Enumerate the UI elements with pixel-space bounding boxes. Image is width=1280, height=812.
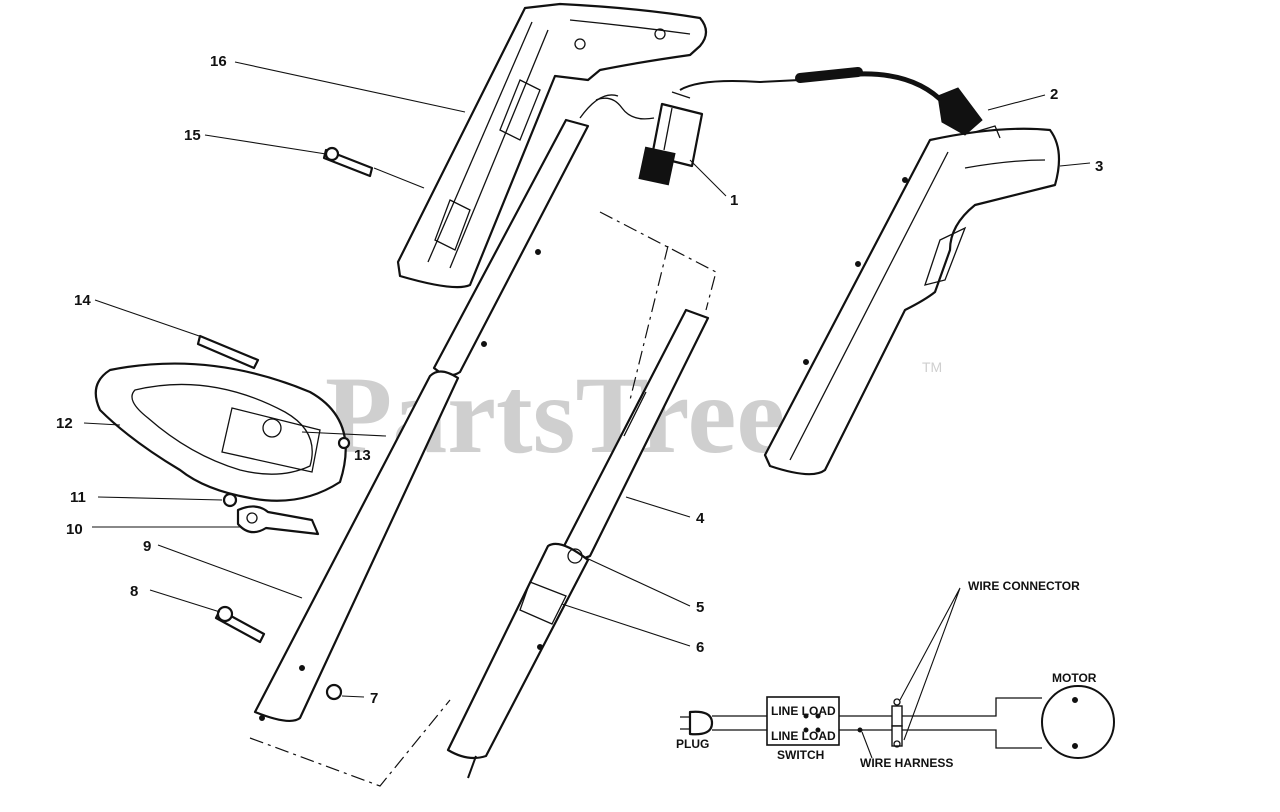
callout-8: 8	[130, 583, 138, 600]
watermark-trademark: TM	[922, 359, 942, 375]
callout-11: 11	[70, 489, 86, 506]
callout-1: 1	[730, 192, 738, 209]
callout-15: 15	[184, 127, 201, 144]
wire-connector-label: WIRE CONNECTOR	[968, 579, 1080, 593]
wiring-diagram: PLUG LINE LOAD LINE LOAD SWITCH WIRE CON…	[676, 579, 1115, 770]
assembly-guide-lines	[249, 211, 717, 787]
line-load-bottom: LINE LOAD	[771, 729, 836, 743]
part-9-lower-tube	[253, 370, 460, 723]
motor-label: MOTOR	[1052, 671, 1097, 685]
part-11-nut	[222, 492, 238, 508]
callout-3: 3	[1095, 158, 1103, 175]
callout-7: 7	[370, 690, 378, 707]
part-14-bolt	[196, 334, 260, 370]
part-10-clamp	[236, 505, 320, 536]
part-2-power-cord	[679, 67, 1001, 139]
callout-16: 16	[210, 53, 227, 70]
leader-lines	[83, 61, 1091, 698]
line-load-top: LINE LOAD	[771, 704, 836, 718]
wire-connector-top	[891, 705, 903, 727]
wire-harness-label: WIRE HARNESS	[860, 756, 953, 770]
part-6-lower-middle-tube	[446, 542, 590, 779]
callout-2: 2	[1050, 86, 1058, 103]
callout-13: 13	[354, 447, 371, 464]
plug-symbol	[688, 710, 714, 736]
plug-label: PLUG	[676, 737, 709, 751]
callout-14: 14	[74, 292, 91, 309]
part-3-handle-right-half	[763, 127, 1061, 476]
switch-box	[766, 696, 840, 746]
part-12-loop-handle	[94, 362, 347, 502]
part-7-nut	[325, 683, 343, 701]
part-1-switch	[579, 91, 704, 186]
motor-symbol	[1041, 685, 1115, 759]
callout-9: 9	[143, 538, 151, 555]
callout-numbers: 1 2 3 4 5 6 7 8 9 10 11 12 13 14 15 16	[56, 53, 1103, 707]
part-16-handle-left-half	[396, 2, 708, 289]
callout-6: 6	[696, 639, 704, 656]
callout-4: 4	[696, 510, 705, 527]
callout-10: 10	[66, 521, 83, 538]
callout-5: 5	[696, 599, 704, 616]
wire-connector-bottom	[891, 725, 903, 747]
switch-label: SWITCH	[777, 748, 824, 762]
hardware	[196, 146, 374, 701]
part-13-nut	[337, 436, 351, 450]
callout-12: 12	[56, 415, 73, 432]
